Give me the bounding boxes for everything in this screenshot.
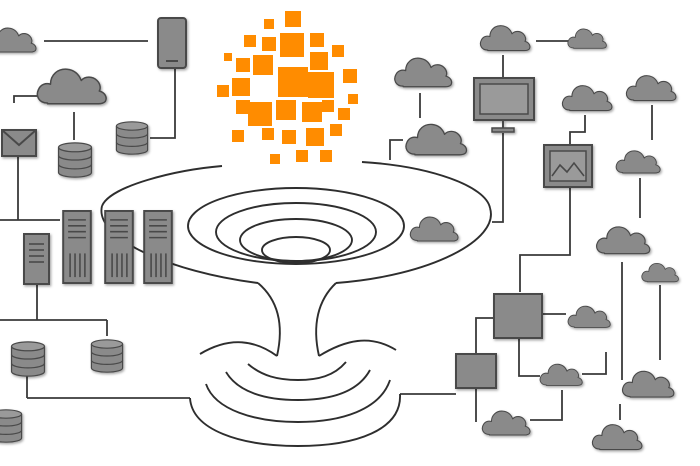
database-icon bbox=[57, 142, 93, 178]
cloud-icon bbox=[625, 75, 677, 102]
cloud-icon bbox=[479, 25, 531, 52]
cloud-icon bbox=[621, 370, 675, 398]
orange-pixel-cloud bbox=[217, 11, 358, 164]
cloud-icon bbox=[405, 123, 468, 156]
cloud-icon bbox=[0, 27, 37, 53]
database-icon bbox=[115, 121, 149, 155]
data-vortex bbox=[100, 161, 492, 447]
cloud-icon bbox=[561, 85, 613, 112]
network-node-icon bbox=[455, 353, 497, 389]
cloud-icon bbox=[539, 363, 583, 386]
cloud-icon bbox=[615, 150, 661, 174]
cloud-icon bbox=[393, 57, 453, 88]
envelope-icon bbox=[1, 129, 37, 157]
cloud-icon bbox=[591, 424, 643, 451]
server-rack-icon bbox=[62, 209, 92, 285]
image-frame-icon bbox=[543, 144, 593, 188]
cloud-icon bbox=[409, 216, 459, 242]
cloud-icon bbox=[567, 28, 607, 49]
cloud-icon bbox=[567, 305, 611, 328]
cloud-icon bbox=[36, 68, 107, 105]
database-icon bbox=[0, 409, 23, 443]
cloud-icon bbox=[641, 262, 679, 283]
database-icon bbox=[90, 339, 124, 373]
connector-lines bbox=[0, 40, 661, 422]
server-rack-icon bbox=[104, 209, 134, 285]
cloud-icon bbox=[595, 226, 651, 255]
server-tower-icon bbox=[23, 233, 50, 285]
server-rack-icon bbox=[143, 209, 173, 285]
monitor-icon bbox=[473, 77, 535, 133]
cloud-icon bbox=[481, 410, 531, 436]
smartphone-icon bbox=[157, 17, 187, 69]
network-node-icon bbox=[493, 293, 543, 339]
database-icon bbox=[10, 341, 46, 377]
